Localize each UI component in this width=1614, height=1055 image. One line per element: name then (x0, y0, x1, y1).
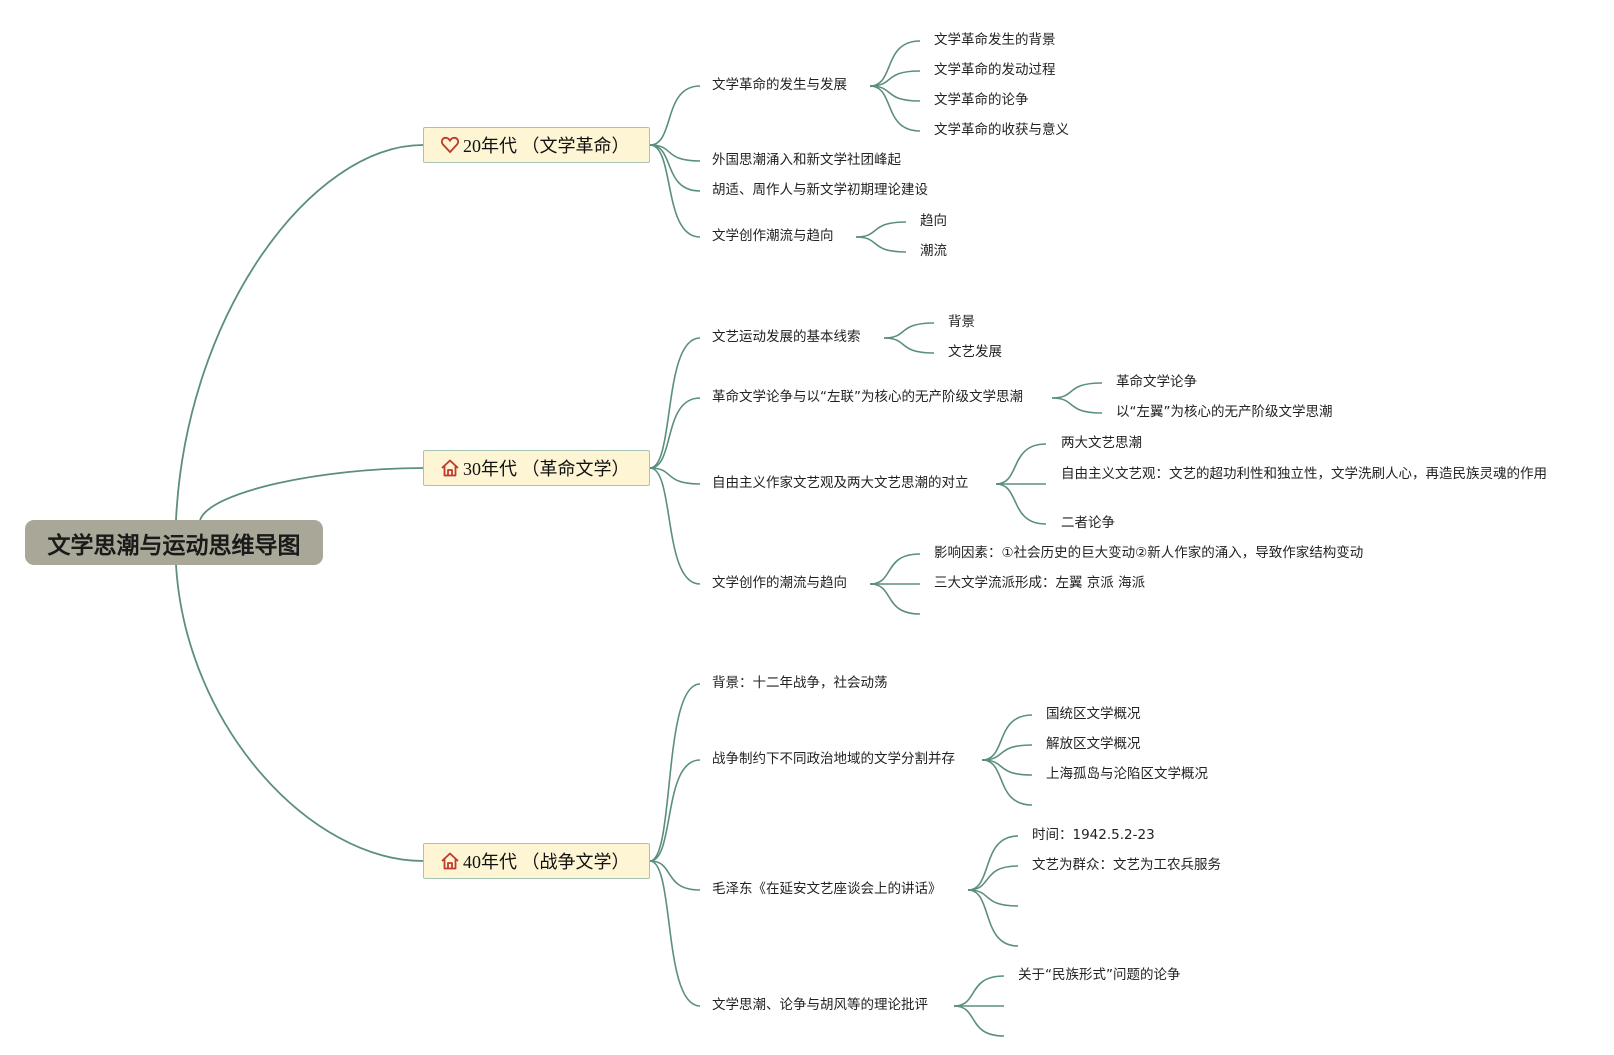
leaf-topic[interactable]: 自由主义文艺观：文艺的超功利性和独立性，文学洗刷人心，再造民族灵魂的作用 (1061, 466, 1547, 482)
subtopic[interactable]: 文学创作的潮流与趋向 (712, 575, 847, 591)
connector-line (967, 835, 1019, 891)
leaf-topic[interactable]: 文学革命的论争 (934, 92, 1029, 108)
leaf-topic[interactable]: 文艺发展 (948, 344, 1002, 360)
subtopic[interactable]: 文艺运动发展的基本线索 (712, 329, 861, 345)
connector-line (967, 865, 1019, 891)
leaf-topic[interactable]: 文学革命的发动过程 (934, 62, 1056, 78)
connector-line (199, 467, 424, 521)
leaf-topic[interactable]: 三大文学流派形成：左翼 京派 海派 (934, 575, 1146, 591)
connector-line (869, 70, 921, 87)
subtopic[interactable]: 战争制约下不同政治地域的文学分割并存 (712, 751, 955, 767)
connector-line (649, 397, 701, 469)
connector-line (649, 467, 701, 585)
leaf-topic[interactable]: 背景 (948, 314, 975, 330)
subtopic[interactable]: 外国思潮涌入和新文学社团峰起 (712, 152, 901, 168)
connector-line (883, 322, 935, 339)
connector-line (1051, 382, 1103, 399)
connector-line (649, 860, 701, 1007)
connector-line (981, 714, 1033, 761)
subtopic[interactable]: 文学思潮、论争与胡风等的理论批评 (712, 997, 928, 1013)
connector-line (869, 85, 921, 132)
home-icon (440, 851, 460, 871)
connector-line (869, 40, 921, 87)
leaf-topic[interactable]: 解放区文学概况 (1046, 736, 1141, 752)
connector-line (649, 759, 701, 862)
connector-line (649, 144, 701, 192)
branch-label: 30年代 （革命文学） (463, 459, 630, 479)
leaf-topic[interactable]: 革命文学论争 (1116, 374, 1197, 390)
connector-line (981, 759, 1033, 806)
subtopic[interactable]: 胡适、周作人与新文学初期理论建设 (712, 182, 928, 198)
connector-line (855, 236, 907, 253)
leaf-topic[interactable]: 文学革命发生的背景 (934, 32, 1056, 48)
connector-line (869, 583, 921, 615)
connector-line (649, 144, 701, 238)
branch-label: 20年代 （文学革命） (463, 136, 630, 156)
leaf-topic[interactable]: 国统区文学概况 (1046, 706, 1141, 722)
leaf-topic[interactable]: 影响因素：①社会历史的巨大变动②新人作家的涌入，导致作家结构变动 (934, 545, 1364, 561)
connector-line (953, 1005, 1005, 1037)
connector-line (953, 975, 1005, 1007)
subtopic[interactable]: 自由主义作家文艺观及两大文艺思潮的对立 (712, 475, 969, 491)
subtopic[interactable]: 革命文学论争与以“左联”为核心的无产阶级文学思潮 (712, 389, 1023, 405)
connector-line (649, 467, 701, 485)
connector-line (649, 860, 701, 891)
connector-line (883, 337, 935, 354)
connector-line (649, 683, 701, 862)
connector-line (1051, 397, 1103, 414)
heart-icon (440, 135, 460, 155)
connector-line (855, 221, 907, 238)
connector-line (175, 564, 424, 862)
leaf-topic[interactable]: 两大文艺思潮 (1061, 435, 1142, 451)
connector-line (967, 889, 1019, 947)
branch-topic-1920s[interactable]: 20年代 （文学革命） (423, 127, 650, 163)
branch-topic-1930s[interactable]: 30年代 （革命文学） (423, 450, 650, 486)
branch-topic-1940s[interactable]: 40年代 （战争文学） (423, 843, 650, 879)
leaf-topic[interactable]: 时间：1942.5.2-23 (1032, 827, 1155, 843)
leaf-topic[interactable]: 潮流 (920, 243, 947, 259)
branch-label: 40年代 （战争文学） (463, 852, 630, 872)
connector-line (981, 744, 1033, 761)
connector-line (175, 144, 424, 521)
connector-line (995, 483, 1047, 525)
subtopic[interactable]: 背景：十二年战争，社会动荡 (712, 675, 888, 691)
leaf-topic[interactable]: 文学革命的收获与意义 (934, 122, 1069, 138)
subtopic[interactable]: 文学革命的发生与发展 (712, 77, 847, 93)
leaf-topic[interactable]: 趋向 (920, 213, 947, 229)
connector-line (995, 443, 1047, 485)
leaf-topic[interactable]: 以“左翼”为核心的无产阶级文学思潮 (1116, 404, 1333, 420)
leaf-topic[interactable]: 上海孤岛与沦陷区文学概况 (1046, 766, 1208, 782)
subtopic[interactable]: 毛泽东《在延安文艺座谈会上的讲话》 (712, 881, 942, 897)
subtopic[interactable]: 文学创作潮流与趋向 (712, 228, 834, 244)
leaf-topic[interactable]: 二者论争 (1061, 515, 1115, 531)
root-topic[interactable]: 文学思潮与运动思维导图 (25, 520, 323, 565)
connector-line (869, 553, 921, 585)
connector-line (649, 85, 701, 146)
connector-line (967, 889, 1019, 907)
leaf-topic[interactable]: 文艺为群众：文艺为工农兵服务 (1032, 857, 1221, 873)
connector-line (649, 337, 701, 469)
home-icon (440, 458, 460, 478)
leaf-topic[interactable]: 关于“民族形式”问题的论争 (1018, 967, 1181, 983)
